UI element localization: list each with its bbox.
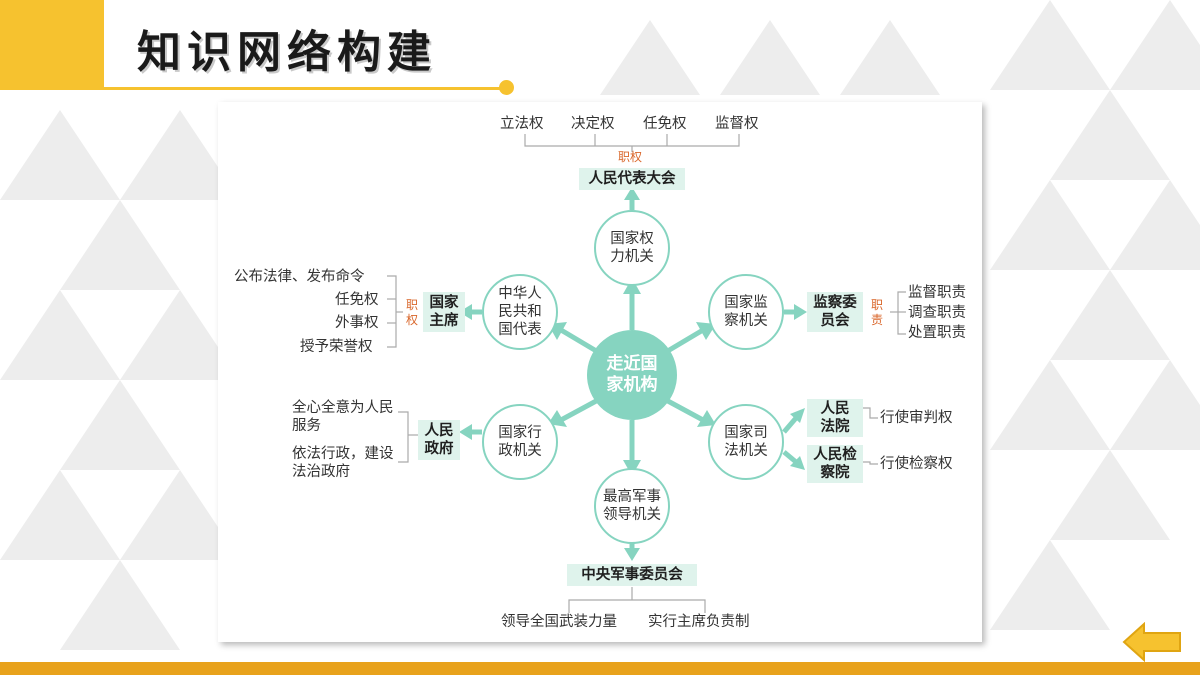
npc-power-legislative: 立法权 [500, 116, 544, 132]
node-admin-organ: 国家行政机关 [482, 404, 558, 480]
node-judicial-organ: 国家司法机关 [708, 404, 784, 480]
cmc-item-2: 实行主席负责制 [648, 614, 750, 630]
cmc-item-1: 领导全国武装力量 [501, 614, 617, 630]
node-power-organ: 国家权力机关 [594, 210, 670, 286]
commission-duty-2: 调查职责 [908, 305, 966, 321]
title-underline [104, 87, 504, 90]
node-military-organ: 最高军事领导机关 [594, 468, 670, 544]
bottom-bar [0, 662, 1200, 675]
procuratorate-duty: 行使检察权 [880, 456, 953, 472]
head-power-1: 公布法律、发布命令 [234, 269, 365, 285]
head-power-4: 授予荣誉权 [300, 339, 373, 355]
head-zhiquan-label: 职权 [406, 298, 419, 327]
title-accent-block [0, 0, 104, 90]
knowledge-map-panel: 立法权 决定权 任免权 监督权 职权 人民代表大会 国家权力机关 国家监察机关 … [218, 102, 982, 642]
page-title: 知识网络构建 [137, 27, 437, 78]
head-power-3: 外事权 [335, 315, 379, 331]
government-item-1: 全心全意为人民服务 [292, 400, 394, 434]
npc-zhiquan-label: 职权 [618, 150, 643, 164]
procuratorate-box: 人民检察院 [807, 445, 863, 483]
left-arrow-icon [1122, 621, 1181, 663]
npc-power-appointment: 任免权 [643, 116, 687, 132]
center-node: 走近国家机构 [587, 330, 677, 420]
title-dot [499, 80, 514, 95]
commission-zhize-label: 职责 [871, 298, 884, 327]
court-box: 人民法院 [807, 399, 863, 437]
commission-duty-1: 监督职责 [908, 285, 966, 301]
commission-duty-3: 处置职责 [908, 325, 966, 341]
government-box: 人民政府 [418, 420, 460, 460]
npc-power-supervision: 监督权 [715, 116, 759, 132]
court-duty: 行使审判权 [880, 410, 953, 426]
node-supervision-organ: 国家监察机关 [708, 274, 784, 350]
cmc-box: 中央军事委员会 [567, 564, 697, 586]
commission-box: 监察委员会 [807, 292, 863, 332]
node-president: 中华人民共和国代表 [482, 274, 558, 350]
npc-power-decision: 决定权 [571, 116, 615, 132]
connector-lines [387, 134, 906, 613]
head-power-2: 任免权 [335, 292, 379, 308]
government-item-2: 依法行政，建设法治政府 [292, 446, 394, 480]
npc-box: 人民代表大会 [579, 168, 685, 190]
head-box: 国家主席 [423, 292, 465, 332]
back-button[interactable] [1122, 621, 1182, 663]
